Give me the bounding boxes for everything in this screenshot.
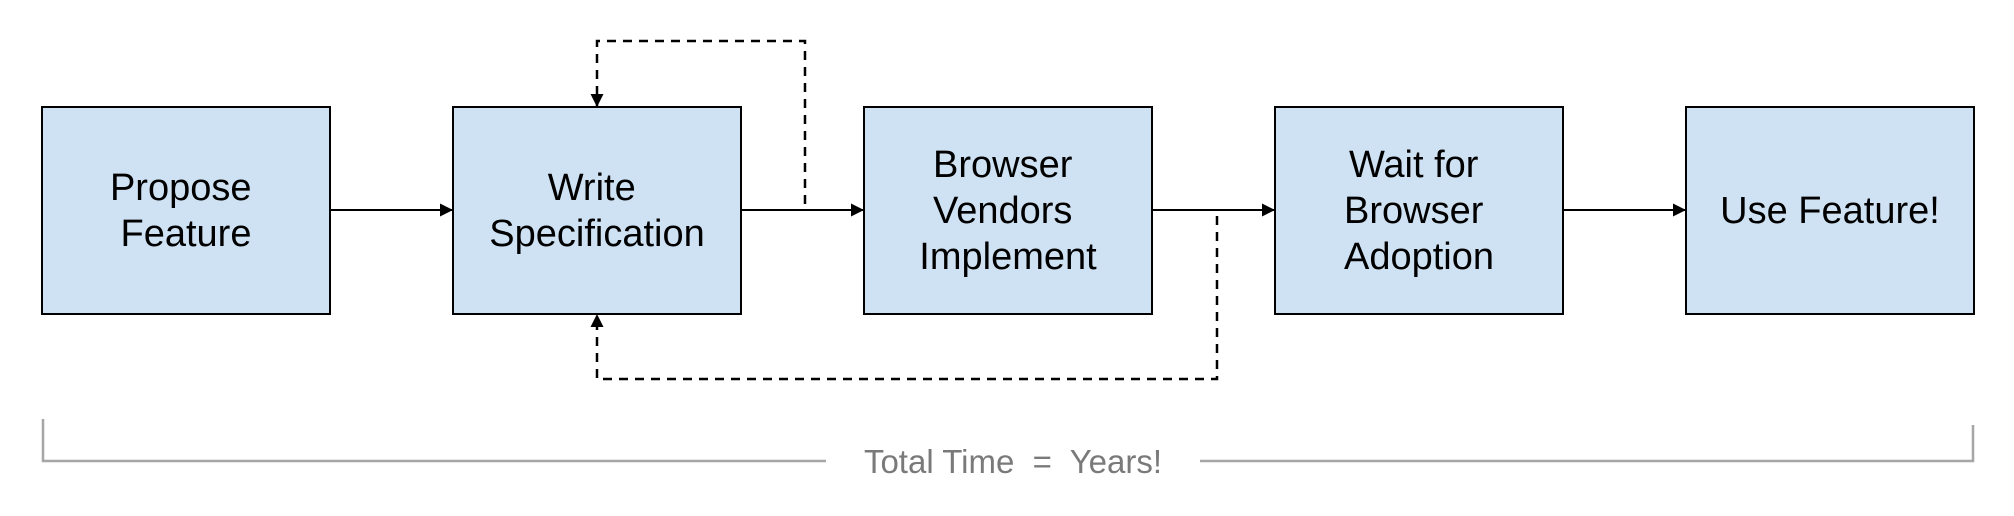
step-use-feature: Use Feature! [1685, 106, 1975, 315]
step-write-specification: Write Specification [452, 106, 742, 315]
feedback-loop-top [590, 39, 807, 204]
feedback-loop-bottom [590, 216, 1219, 381]
step-label-line: Wait for [1349, 144, 1479, 186]
total-time-label: Total Time = Years! [864, 443, 1162, 480]
step-box [863, 106, 1153, 315]
step-label-line: Feature [121, 213, 252, 255]
step-browser-vendors-implement: Browser Vendors Implement [863, 106, 1153, 315]
step-label: Propose Feature [110, 167, 262, 255]
step-label: Browser Vendors Implement [919, 144, 1097, 278]
step-wait-for-browser-adoption: Wait for Browser Adoption [1274, 106, 1564, 315]
step-label-line: Implement [919, 236, 1097, 278]
step-box [1685, 106, 1975, 315]
step-box [452, 106, 742, 315]
bracket-right-line [1200, 425, 1975, 463]
step-label-line: Specification [489, 213, 704, 255]
step-box [1274, 106, 1564, 315]
step-box [41, 106, 331, 315]
step-label-line: Browser [1344, 190, 1484, 232]
step-label-line: Propose [110, 167, 252, 209]
step-label-line: Write [548, 167, 636, 209]
total-time-bracket: Total Time = Years! [41, 419, 1975, 480]
step-propose-feature: Propose Feature [41, 106, 331, 315]
step-label-line: Adoption [1344, 236, 1494, 278]
bracket-left-line [41, 419, 826, 463]
step-label: Use Feature! [1720, 190, 1940, 232]
step-label: Write Specification [489, 167, 704, 255]
step-label-line: Browser [933, 144, 1073, 186]
step-label: Wait for Browser Adoption [1344, 144, 1494, 278]
step-label-line: Vendors [933, 190, 1072, 232]
